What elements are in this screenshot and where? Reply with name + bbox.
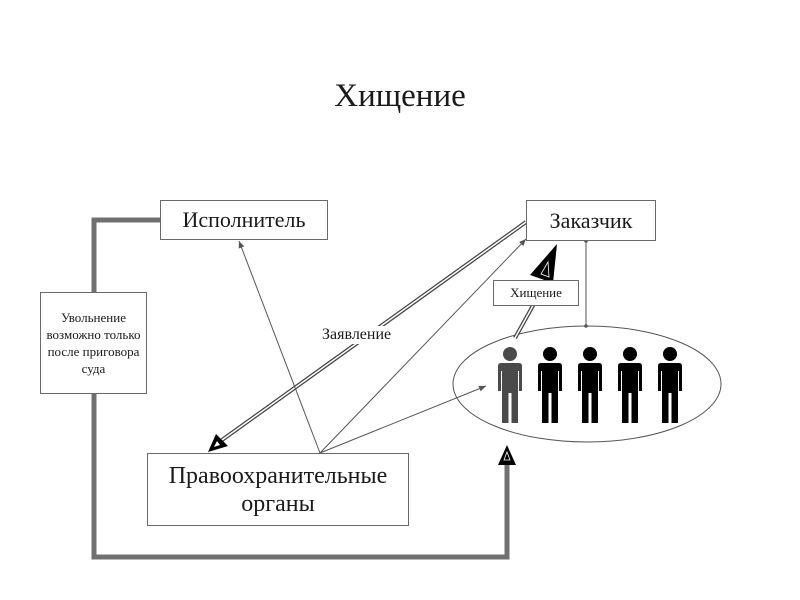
person-icon (658, 347, 682, 423)
node-law-enforcement-label: Правоохранительные органы (168, 462, 388, 517)
person-icon (498, 347, 522, 423)
employees-group (498, 347, 682, 423)
dismissal-path-connector (91, 217, 510, 560)
arrowhead-up-icon (498, 445, 516, 465)
node-dismissal-note: Увольнение возможно только после пригово… (40, 292, 147, 394)
diagram-title: Хищение (334, 78, 466, 114)
node-ispolnitel: Исполнитель (160, 200, 328, 240)
node-law-enforcement: Правоохранительные органы (147, 453, 409, 526)
node-dismissal-note-label: Увольнение возможно только после пригово… (46, 310, 141, 376)
zayavlenie-label: Заявление (320, 326, 394, 344)
node-ispolnitel-label: Исполнитель (182, 207, 306, 232)
person-icon (618, 347, 642, 423)
pravo-employees-line (319, 385, 487, 454)
pravo-zakazchik-line (319, 238, 527, 454)
pravo-ispolnitel-line (238, 240, 321, 454)
theft-label-box: Хищение (493, 280, 579, 306)
theft-label: Хищение (510, 285, 562, 300)
node-zakazchik: Заказчик (526, 200, 656, 241)
person-icon (538, 347, 562, 423)
person-icon (578, 347, 602, 423)
node-zakazchik-label: Заказчик (549, 207, 633, 233)
